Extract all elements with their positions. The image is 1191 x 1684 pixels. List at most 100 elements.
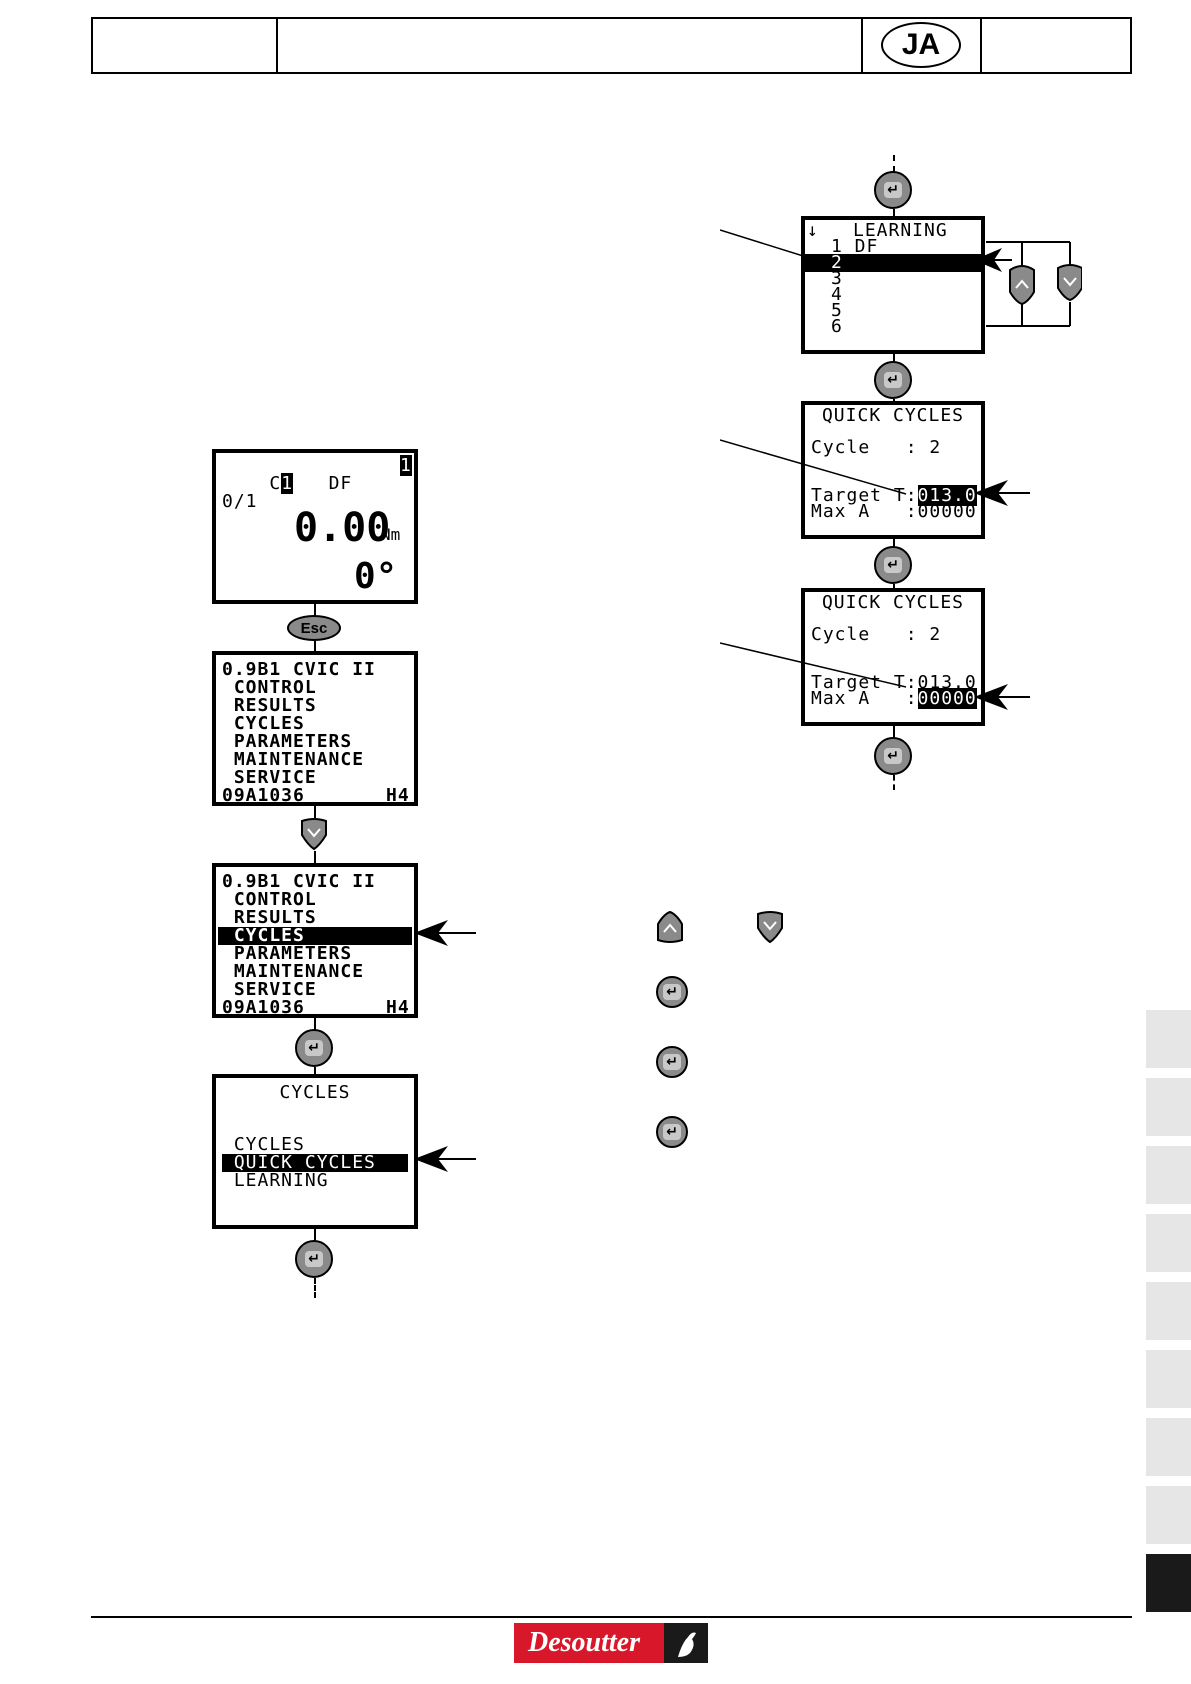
down-key-icon[interactable] bbox=[300, 817, 328, 851]
main-screen: C1 DF 1 0/1 0.00 Nm 0° bbox=[212, 449, 418, 604]
bird-logo-icon bbox=[664, 1623, 708, 1663]
connector-line bbox=[314, 1018, 316, 1030]
up-key-icon bbox=[657, 910, 683, 943]
esc-button[interactable]: Esc bbox=[287, 615, 341, 641]
menu-line: MAINTENANCE bbox=[222, 961, 365, 982]
section-tab[interactable] bbox=[1146, 1418, 1191, 1476]
connector-line bbox=[893, 539, 895, 547]
dashed-continuation bbox=[314, 1278, 316, 1298]
menu-line: CONTROL bbox=[222, 889, 317, 910]
cycles-title: CYCLES bbox=[279, 1082, 351, 1103]
up-down-keys-diagram bbox=[974, 241, 1082, 327]
connector-line bbox=[314, 1229, 316, 1241]
connector-line bbox=[314, 641, 316, 651]
cycle-line: Cycle : 2 bbox=[811, 624, 942, 645]
quick-cycles-screen-1: QUICK CYCLES Cycle : 2 Target T:013.0 Ma… bbox=[801, 401, 985, 539]
enter-key-icon: ↵ bbox=[656, 1116, 688, 1148]
menu-screen-1: 0.9B1 CVIC II CONTROL RESULTS CYCLES PAR… bbox=[212, 651, 418, 806]
enter-button[interactable]: ↵ bbox=[295, 1029, 333, 1067]
connector-line bbox=[893, 354, 895, 362]
menu-screen-2: 0.9B1 CVIC II CONTROL RESULTS CYCLES PAR… bbox=[212, 863, 418, 1018]
language-badge: JA bbox=[881, 22, 961, 68]
down-key-icon bbox=[757, 911, 783, 944]
pointer-arrow-icon bbox=[974, 684, 1030, 710]
target-field[interactable]: 013.0 bbox=[917, 672, 977, 693]
menu-line: PARAMETERS bbox=[222, 943, 353, 964]
pointer-arrow-icon bbox=[414, 920, 476, 946]
learning-row-selected: 2 bbox=[805, 254, 981, 272]
torque-value: 0.00 bbox=[294, 505, 391, 551]
max-row: Max A :00000 bbox=[811, 688, 977, 709]
learning-row: 5 bbox=[831, 300, 843, 321]
enter-key-icon: ↵ bbox=[656, 1046, 688, 1078]
menu-line: 0.9B1 CVIC II bbox=[222, 871, 376, 892]
menu-line: CYCLES bbox=[222, 713, 305, 734]
header-divider bbox=[276, 19, 278, 72]
header-frame bbox=[91, 17, 1132, 74]
target-row: Target T:013.0 bbox=[811, 672, 977, 693]
section-tab[interactable] bbox=[1146, 1078, 1191, 1136]
cycle-name: DF bbox=[328, 473, 353, 494]
menu-line-selected: QUICK CYCLES bbox=[222, 1154, 408, 1172]
max-row: Max A :00000 bbox=[811, 501, 977, 522]
learning-row: 6 bbox=[831, 316, 843, 337]
menu-line: CONTROL bbox=[222, 677, 317, 698]
section-tab-active[interactable] bbox=[1146, 1554, 1191, 1612]
section-tab[interactable] bbox=[1146, 1486, 1191, 1544]
section-tab[interactable] bbox=[1146, 1146, 1191, 1204]
angle-value: 0° bbox=[354, 556, 398, 597]
brand-logo: Desoutter bbox=[514, 1623, 708, 1663]
counter-text: 0/1 bbox=[222, 491, 258, 512]
enter-button[interactable]: ↵ bbox=[874, 546, 912, 584]
menu-footer-left: 09A1036 bbox=[222, 785, 305, 806]
menu-line: 0.9B1 CVIC II bbox=[222, 659, 376, 680]
menu-line: RESULTS bbox=[222, 907, 317, 928]
cycle-prefix: C bbox=[269, 473, 282, 494]
dashed-continuation bbox=[893, 775, 895, 790]
enter-button[interactable]: ↵ bbox=[295, 1240, 333, 1278]
menu-line: PARAMETERS bbox=[222, 731, 353, 752]
scroll-arrow-icon: ↓ bbox=[807, 220, 819, 241]
connector-line bbox=[314, 806, 316, 818]
dashed-continuation bbox=[893, 155, 895, 172]
section-tab[interactable] bbox=[1146, 1282, 1191, 1340]
section-tab[interactable] bbox=[1146, 1214, 1191, 1272]
section-tab[interactable] bbox=[1146, 1010, 1191, 1068]
menu-line-selected: CYCLES bbox=[218, 927, 412, 945]
main-top-row: C1 DF bbox=[222, 457, 408, 494]
menu-footer-right: H4 bbox=[386, 997, 410, 1018]
menu-line: RESULTS bbox=[222, 695, 317, 716]
menu-footer-left: 09A1036 bbox=[222, 997, 305, 1018]
footer-rule bbox=[91, 1616, 1132, 1618]
menu-line: LEARNING bbox=[222, 1170, 329, 1191]
quick-title: QUICK CYCLES bbox=[821, 592, 965, 613]
learning-screen: ↓ LEARNING 1 DF 2 3 4 5 6 bbox=[801, 216, 985, 354]
cycles-menu-screen: CYCLES CYCLES QUICK CYCLES LEARNING bbox=[212, 1074, 418, 1229]
connector-line bbox=[893, 209, 895, 217]
menu-line: SERVICE bbox=[222, 979, 317, 1000]
cycle-line: Cycle : 2 bbox=[811, 437, 942, 458]
menu-footer-right: H4 bbox=[386, 785, 410, 806]
menu-line: MAINTENANCE bbox=[222, 749, 365, 770]
connector-line bbox=[893, 726, 895, 738]
enter-key-icon: ↵ bbox=[656, 976, 688, 1008]
connector-line bbox=[893, 584, 895, 588]
pointer-arrow-icon bbox=[974, 480, 1030, 506]
callout-line bbox=[720, 642, 907, 688]
enter-button[interactable]: ↵ bbox=[874, 171, 912, 209]
max-field[interactable]: 00000 bbox=[917, 501, 977, 522]
enter-button[interactable]: ↵ bbox=[874, 361, 912, 399]
learning-title: LEARNING bbox=[853, 220, 948, 241]
connector-line bbox=[893, 399, 895, 402]
learning-row: 4 bbox=[831, 284, 843, 305]
callout-line bbox=[720, 439, 907, 495]
enter-button[interactable]: ↵ bbox=[874, 737, 912, 775]
section-tab[interactable] bbox=[1146, 1350, 1191, 1408]
header-divider bbox=[980, 19, 982, 72]
torque-unit: Nm bbox=[381, 525, 401, 544]
max-field-selected[interactable]: 00000 bbox=[917, 688, 977, 709]
target-row: Target T:013.0 bbox=[811, 485, 977, 506]
target-field-selected[interactable]: 013.0 bbox=[917, 485, 977, 506]
menu-line: SERVICE bbox=[222, 767, 317, 788]
header-divider bbox=[861, 19, 863, 72]
